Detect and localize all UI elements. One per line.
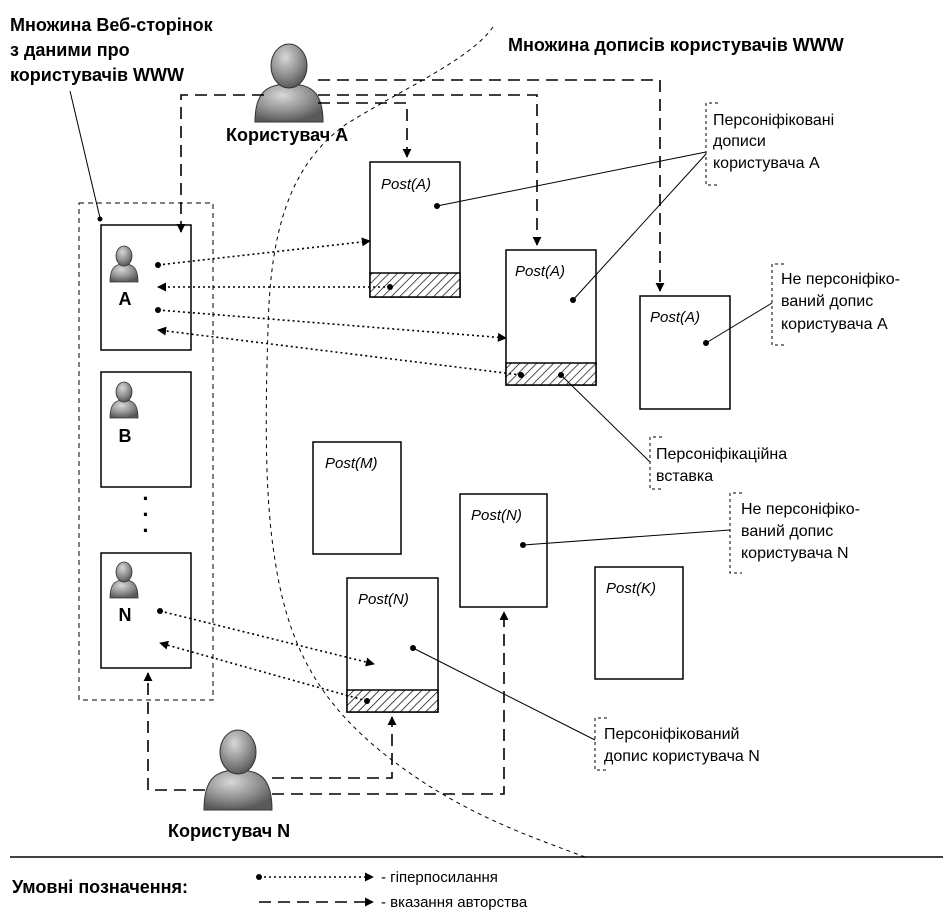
page-a-label: A [119, 289, 132, 309]
post-insertion [505, 362, 597, 386]
post-n1[interactable] [459, 493, 548, 608]
post-n2[interactable] [346, 577, 439, 713]
post-a1[interactable] [369, 161, 461, 298]
legend-hyperlink-sample [256, 872, 374, 882]
post-a2-label: Post(A) [515, 263, 565, 280]
post-a3-label: Post(A) [650, 309, 700, 326]
post-m[interactable] [312, 441, 402, 555]
user-n-avatar [203, 729, 273, 811]
callout-leaders [412, 151, 773, 741]
hyperlink-arrows [157, 237, 522, 702]
person-icon [109, 561, 139, 599]
region-boundary [265, 26, 586, 858]
callout-nonpersonified-a: Не персоніфіко- ваний допис користувача … [781, 271, 904, 333]
ellipsis-dot: · [142, 486, 149, 511]
callout-dots [410, 203, 709, 651]
pages-title-leader [69, 90, 101, 219]
post-n2-label: Post(N) [358, 591, 409, 608]
callout-brackets [594, 102, 784, 771]
post-a3[interactable] [639, 295, 731, 410]
person-icon [109, 245, 139, 283]
hyperlink-dots [155, 262, 524, 704]
post-insertion [346, 689, 439, 713]
user-a-avatar [254, 43, 324, 123]
authorship-arrows-a [176, 79, 665, 292]
page-n[interactable] [100, 552, 192, 669]
page-b[interactable] [100, 371, 192, 488]
user-a-label: Користувач А [226, 125, 348, 145]
user-n-label: Користувач N [168, 821, 290, 841]
post-m-label: Post(M) [325, 455, 378, 472]
post-a1-label: Post(A) [381, 176, 431, 193]
posts-set-title: Множина дописів користувачів WWW [508, 35, 844, 55]
callout-nonpersonified-n: Не персоніфіко- ваний допис користувача … [741, 501, 864, 562]
post-insertion [369, 272, 461, 298]
callout-personified-a: Персоніфіковані дописи користувача А [713, 112, 839, 172]
pages-set-title: Множина Веб-сторінок з даними про корист… [10, 15, 218, 85]
page-b-label: B [119, 426, 132, 446]
post-k-label: Post(K) [606, 580, 656, 597]
post-n1-label: Post(N) [471, 507, 522, 524]
legend-authorship: - вказання авторства [381, 894, 528, 911]
leader-dot [97, 216, 103, 222]
ellipsis-dot: · [142, 518, 149, 543]
ellipsis-dot: · [142, 502, 149, 527]
callout-personified-n: Персоніфікований допис користувача N [604, 726, 760, 765]
pages-container [78, 202, 214, 701]
callout-insertion: Персоніфікаційна вставка [656, 446, 792, 485]
person-icon [109, 381, 139, 419]
post-a2[interactable] [505, 249, 597, 386]
authorship-arrows-n [143, 611, 509, 795]
page-n-label: N [119, 605, 132, 625]
page-a[interactable] [100, 224, 192, 351]
legend-hyperlink: - гіперпосилання [381, 869, 498, 886]
post-k[interactable] [594, 566, 684, 680]
legend-title: Умовні позначення: [12, 877, 188, 897]
